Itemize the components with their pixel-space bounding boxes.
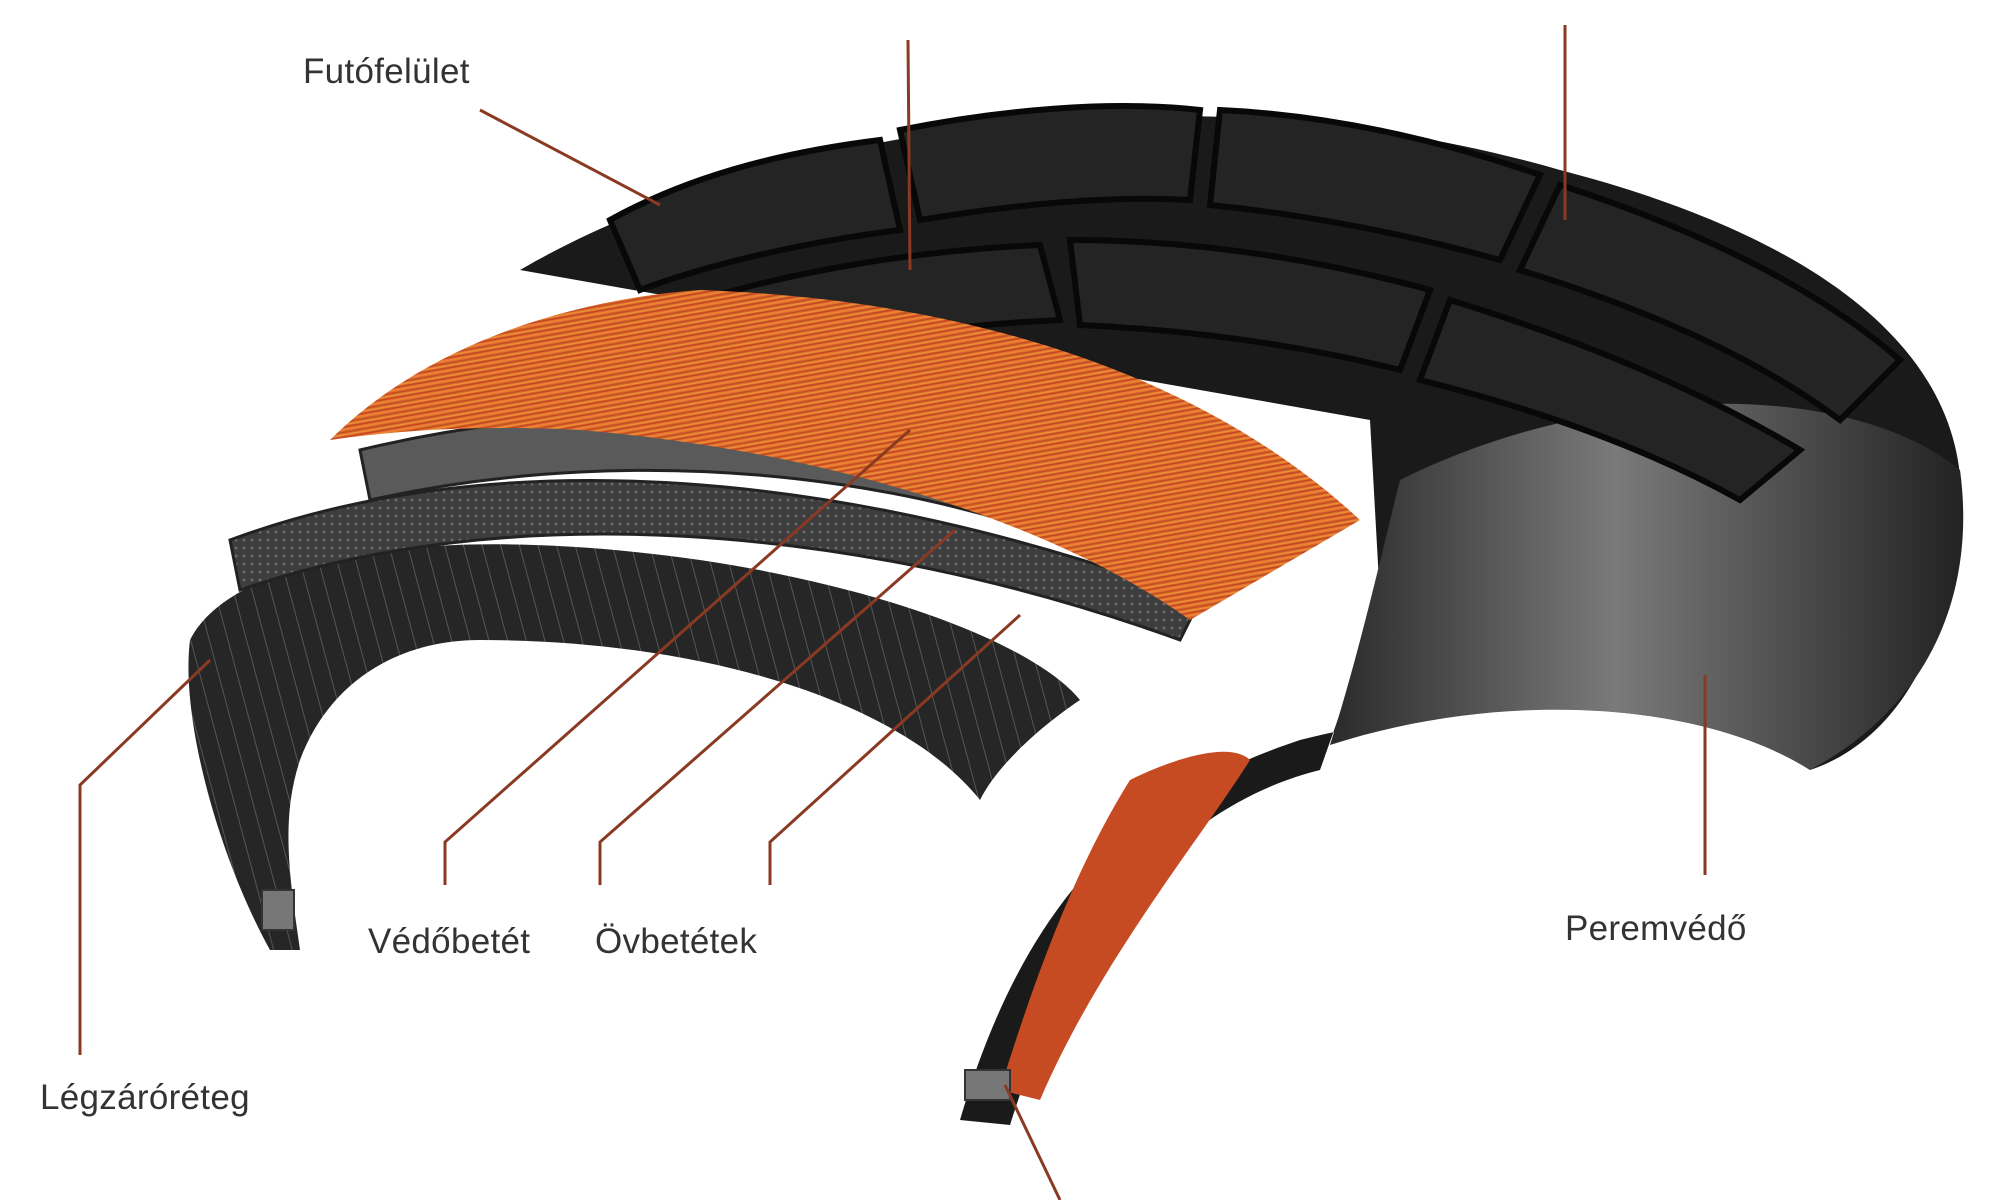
- sidewall: [1330, 403, 1964, 770]
- label-rim-guard: Peremvédő: [1565, 909, 1747, 948]
- bead-wire-left: [261, 889, 295, 931]
- inner-liner-surface: [188, 544, 1080, 950]
- protector-ply-layer: [330, 290, 1360, 620]
- label-inner-liner: Légzáróréteg: [40, 1078, 250, 1117]
- leader-line-tread: [479, 108, 661, 207]
- leader-line-inner-liner: [78, 658, 212, 1055]
- leader-line-protector-ply: [443, 428, 911, 885]
- leader-lines: [78, 25, 1707, 1200]
- leader-line-bead: [1003, 1084, 1062, 1200]
- bead-wire: [964, 1069, 1011, 1101]
- label-belt-plies: Övbetétek: [595, 922, 758, 961]
- leader-line-belt-plies: [598, 528, 956, 885]
- leader-line-top-middle: [906, 39, 912, 271]
- label-protector-ply: Védőbetét: [368, 922, 531, 961]
- label-tread: Futófelület: [303, 52, 470, 91]
- casing-ply: [228, 478, 1203, 642]
- bead-filler: [1000, 751, 1250, 1100]
- leader-line-belt-inner: [768, 613, 1022, 885]
